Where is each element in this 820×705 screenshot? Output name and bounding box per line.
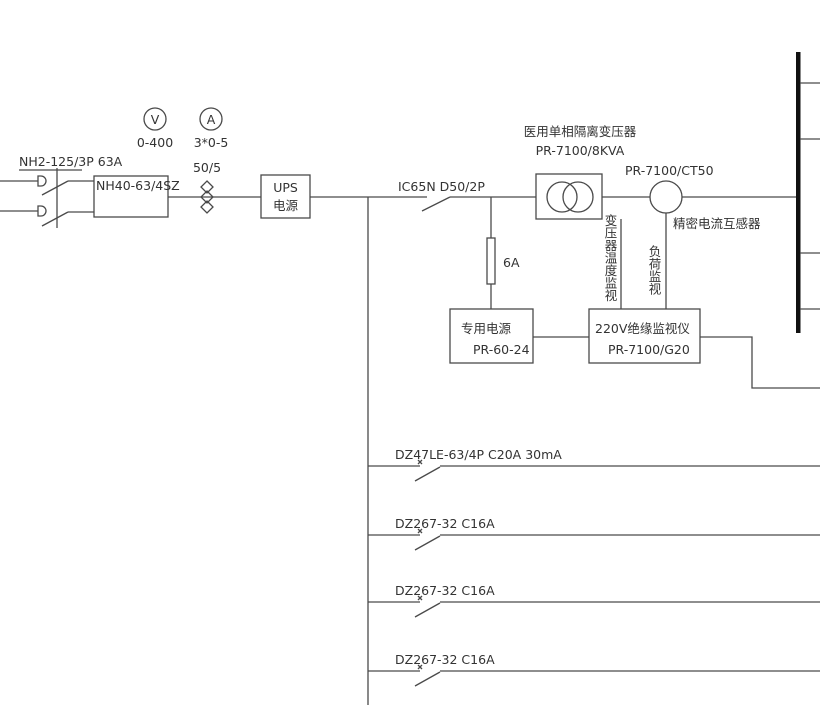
ct-model: PR-7100/CT50 (625, 163, 714, 178)
voltmeter-symbol: V (151, 112, 160, 127)
insulation-monitor-box (588, 308, 701, 364)
busbar (796, 52, 801, 333)
branch-circuit: DZ267-32 C16A (368, 583, 820, 618)
branch-circuit: DZ267-32 C16A (368, 652, 820, 687)
ct-ratio-label: 50/5 (193, 160, 221, 175)
monitor-model: PR-7100/G20 (608, 342, 690, 357)
fuse-icon (486, 237, 496, 285)
branch-circuit: DZ267-32 C16A (368, 516, 820, 551)
breaker-x-icon (417, 459, 423, 465)
voltmeter-icon (143, 107, 167, 131)
load-signal-label: 负荷监视 (647, 245, 662, 295)
transformer-model: PR-7100/8KVA (536, 143, 625, 158)
ups-label-2: 电源 (273, 198, 299, 213)
ats-label: NH40-63/4SZ (96, 178, 180, 193)
ups-label: UPS (273, 180, 298, 195)
isolation-transformer-box (535, 173, 603, 220)
breaker-blade (414, 602, 441, 618)
transformer-name: 医用单相隔离变压器 (524, 124, 637, 139)
busbar-taps (800, 82, 820, 310)
power-supply-name: 专用电源 (461, 321, 512, 336)
branch-breaker-label: DZ267-32 C16A (395, 583, 495, 598)
main-breaker-label: IC65N D50/2P (398, 179, 485, 194)
transformer-coil-icon (562, 181, 594, 213)
precision-ct-icon (649, 180, 683, 214)
breaker-blade (414, 671, 441, 687)
breaker-x-icon (417, 595, 423, 601)
breaker-x-icon (417, 528, 423, 534)
current-transformer-diamonds-icon (200, 180, 214, 214)
branch-breaker-label: DZ267-32 C16A (395, 516, 495, 531)
main-breaker-blade (421, 196, 451, 212)
monitor-name: 220V绝缘监视仪 (595, 321, 690, 336)
incoming-breaker-label: NH2-125/3P 63A (19, 154, 123, 169)
transformer-coil-icon (546, 181, 578, 213)
fuse-label: 6A (503, 255, 520, 270)
power-supply-box (449, 308, 534, 364)
ammeter-icon (199, 107, 223, 131)
ats-box (93, 175, 169, 218)
branch-circuit: DZ47LE-63/4P C20A 30mA (368, 447, 820, 482)
breaker-blade (414, 535, 441, 551)
branch-breaker-label: DZ267-32 C16A (395, 652, 495, 667)
breaker-x-icon (417, 664, 423, 670)
branch-breaker-label: DZ47LE-63/4P C20A 30mA (395, 447, 562, 462)
breaker-blade (414, 466, 441, 482)
incoming-breaker (0, 168, 94, 228)
temperature-signal-label: 变压器温度监视 (603, 213, 618, 302)
voltmeter-range: 0-400 (137, 135, 173, 150)
ammeter-symbol: A (207, 112, 216, 127)
power-supply-model: PR-60-24 (473, 342, 530, 357)
ammeter-range: 3*0-5 (194, 135, 229, 150)
ct-name: 精密电流互感器 (673, 216, 761, 231)
